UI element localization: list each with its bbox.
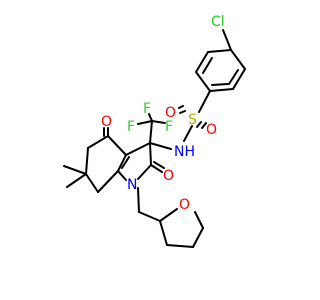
atom-label-f: F	[127, 119, 135, 135]
atom-label-cl: Cl	[211, 14, 225, 30]
chlorine-atom: Cl	[211, 14, 225, 30]
sulfur-atom: S	[188, 112, 197, 128]
ketone-oxygen: O	[101, 114, 112, 130]
bond-lines	[63, 29, 246, 248]
amide-oxygen: O	[163, 168, 174, 184]
atom-label-f: F	[165, 119, 173, 135]
sulfonyl-oxygen-right: O	[206, 122, 217, 138]
tetrahydrofuran-oxygen: O	[179, 197, 190, 213]
ring-nitrogen: N	[127, 177, 137, 193]
sulfonyl-oxygen-left: O	[165, 105, 176, 121]
atom-label-o: O	[101, 114, 112, 130]
atom-label-o: O	[179, 197, 190, 213]
sulfonamide-nitrogen: NH	[174, 144, 195, 160]
atom-label-o: O	[165, 105, 176, 121]
fluorine-atom-3: F	[127, 119, 135, 135]
atom-label-o: O	[206, 122, 217, 138]
fluorine-atom-2: F	[165, 119, 173, 135]
atom-label-o: O	[163, 168, 174, 184]
molecule-structure: Cl S O O NH F F F O O N O	[63, 14, 246, 248]
atom-label-nh: NH	[174, 144, 195, 160]
atom-label-n: N	[127, 177, 137, 193]
atom-label-f: F	[143, 101, 151, 117]
atom-label-s: S	[188, 112, 197, 128]
fluorine-atom-1: F	[143, 101, 151, 117]
